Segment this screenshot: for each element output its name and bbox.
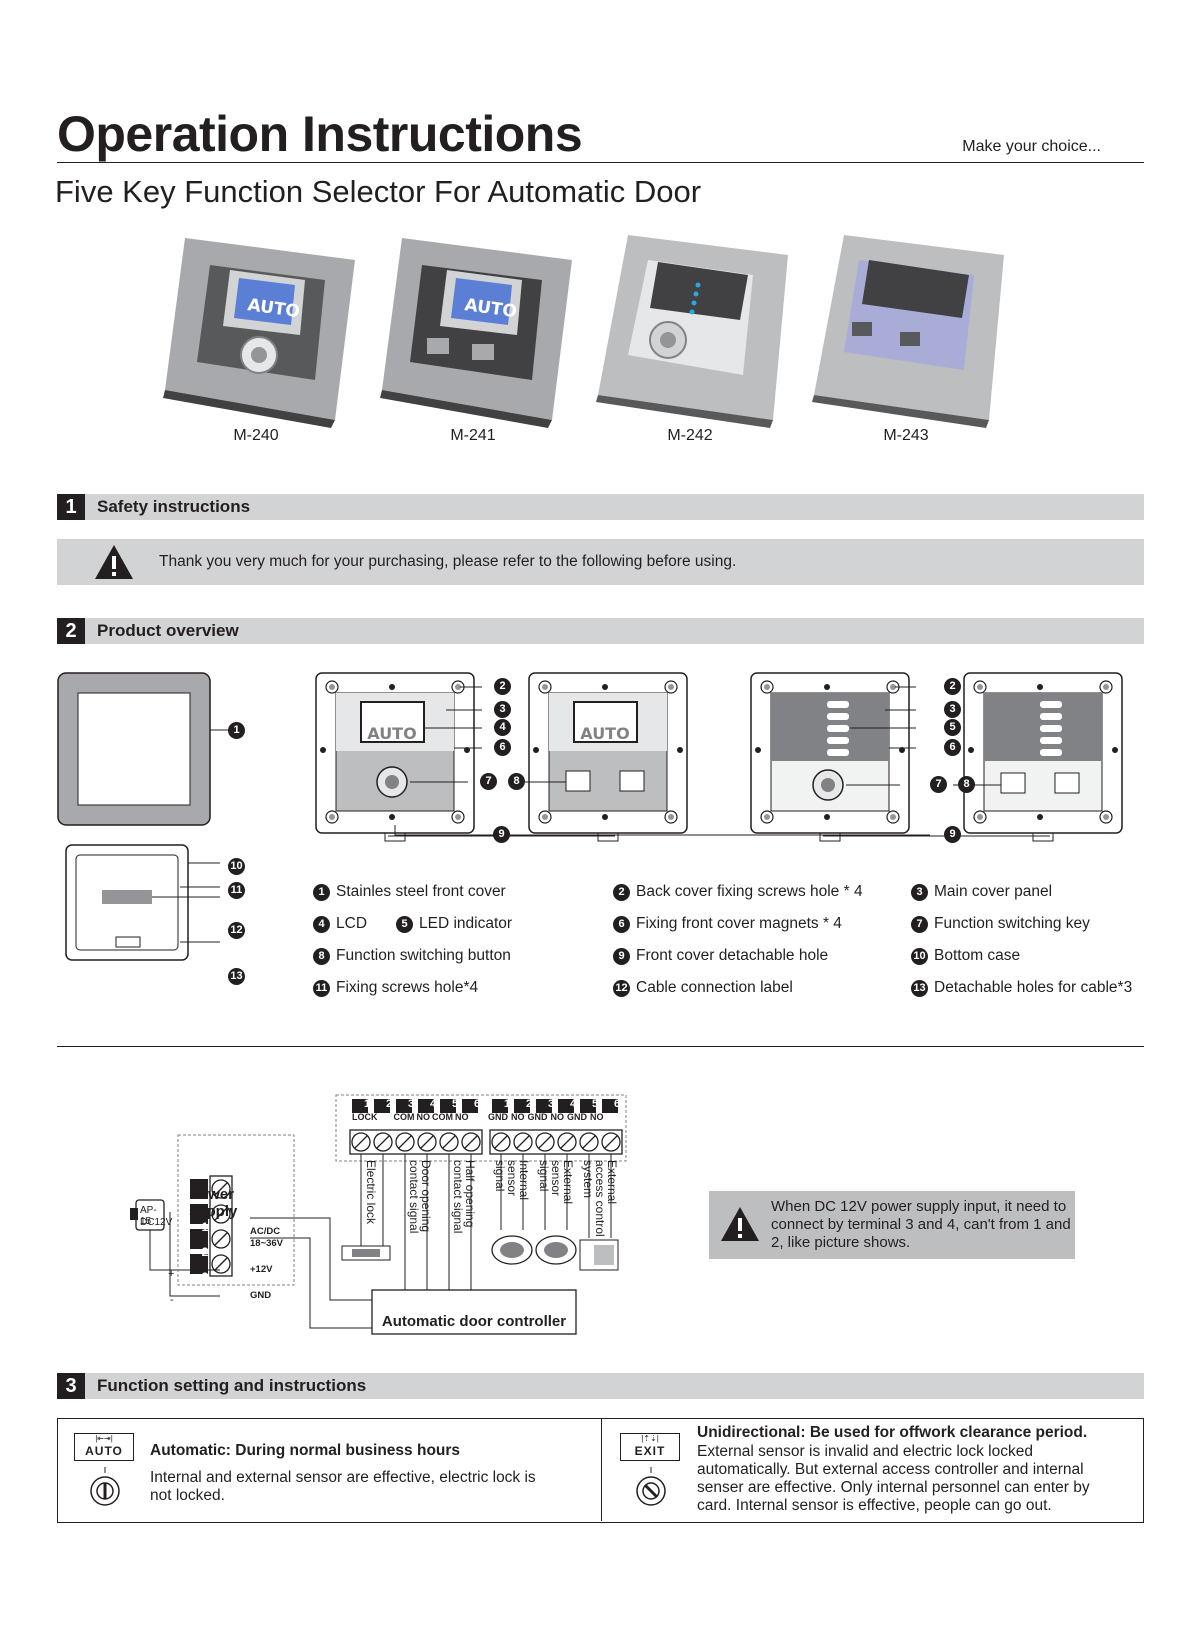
callout-8: 8 [508,773,525,790]
callout-6: 6 [494,739,511,756]
power-supply-title: Power supply [189,1186,238,1220]
signal-access-control: External access control system [581,1160,619,1237]
model-label-m243: M-243 [883,427,929,444]
callout-7: 7 [480,773,497,790]
warning-icon [95,545,133,579]
polarity-plus: + [168,1268,175,1280]
exit-mode-icon: |⇡⇣| EXIT [620,1433,680,1461]
key-switch-icon [636,1467,666,1506]
power-label-acdc: AC/DC [250,1226,281,1237]
power-label-gnd: GND [250,1290,272,1301]
product-overview-diagram: AUTO AUTO [57,672,1123,961]
model-label-m242: M-242 [667,427,713,444]
section-title: Function setting and instructions [97,1376,367,1395]
product-image-m242 [596,235,788,428]
safety-note: Thank you very much for your purchasing,… [57,539,1144,585]
header-rule [57,162,1144,163]
callout-9b: 9 [944,826,961,843]
callout-1: 1 [228,722,245,739]
section-header-safety: 1 Safety instructions [57,494,1144,520]
callout-12: 12 [228,922,245,939]
power-warning-text: When DC 12V power supply input, it need … [771,1198,1071,1251]
auto-mode-icon: |⇤⇥| AUTO [74,1433,134,1461]
polarity-minus: - [170,1294,174,1306]
callout-3: 3 [494,701,511,718]
callout-2b: 2 [944,678,961,695]
key-switch-icon [90,1467,120,1506]
section-title: Safety instructions [97,497,251,516]
power-label-12v: +12V [250,1264,273,1275]
signal-half-opening: Half opening contact signal [451,1160,477,1234]
door-controller-label: Automatic door controller [381,1313,567,1330]
callout-11: 11 [228,882,245,899]
function-divider [601,1419,602,1521]
callout-10: 10 [228,858,245,875]
power-terminal-4: 4 [201,1295,209,1309]
callout-9: 9 [493,826,510,843]
power-terminal-1: 1 [201,1220,209,1234]
product-image-m240: AUTO [163,238,355,428]
callout-8b: 8 [958,776,975,793]
exit-mode-text: External sensor is invalid and electric … [697,1443,1090,1514]
wiring-diagram [130,1094,627,1335]
panel1-lcd-text: AUTO [367,724,416,743]
page-title: Operation Instructions [57,106,583,162]
page-subtitle: Five Key Function Selector For Automatic… [55,174,702,209]
section-header-overview: 2 Product overview [57,618,1144,644]
power-warning: When DC 12V power supply input, it need … [709,1191,1075,1259]
adapter-model: AP-15 [140,1205,157,1227]
power-terminal-2: 2 [201,1245,209,1259]
power-terminal-3: 3 [201,1270,209,1284]
callout-6b: 6 [944,739,961,756]
section-divider [57,1046,1144,1047]
signal-door-opening: Door opening contact signal [407,1160,433,1234]
product-image-m241: AUTO [380,238,572,428]
adapter-voltage: DC12V [140,1217,173,1228]
auto-mode-text: Internal and external sensor are effecti… [150,1469,536,1504]
auto-mode-heading: Automatic: During normal business hours [150,1442,461,1459]
section-number: 1 [57,494,85,520]
callout-13: 13 [228,968,245,985]
exit-mode-heading: Unidirectional: Be used for offwork clea… [697,1424,1088,1441]
warning-icon [721,1207,759,1241]
callout-7b: 7 [930,776,947,793]
section-number: 2 [57,618,85,644]
model-label-m241: M-241 [450,427,496,444]
power-label-range: 18~36V [250,1238,284,1249]
callout-5: 5 [944,719,961,736]
product-image-m243 [812,235,1004,428]
signal-internal-sensor: Internal sensor signal [493,1160,531,1201]
section-number: 3 [57,1373,85,1399]
callout-2: 2 [494,678,511,695]
callout-3b: 3 [944,701,961,718]
function-table: |⇤⇥| AUTO Automatic: During normal busin… [57,1418,1144,1523]
tagline: Make your choice... [962,138,1101,155]
model-label-m240: M-240 [233,427,279,444]
signal-electric-lock: Electric lock [364,1160,378,1225]
section-header-functions: 3 Function setting and instructions [57,1373,1144,1399]
product-gallery: AUTO AUTO M-240 M-241 M-242 M-243 [0,225,1200,465]
callout-4: 4 [494,719,511,736]
panel2-lcd-text: AUTO [580,724,629,743]
section-title: Product overview [97,621,239,640]
signal-external-sensor: External sensor signal [537,1160,575,1205]
safety-note-text: Thank you very much for your purchasing,… [159,553,737,570]
